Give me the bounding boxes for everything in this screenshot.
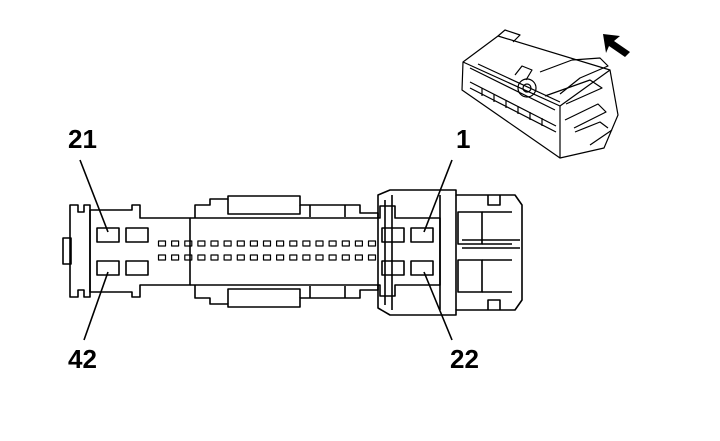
small-pin-cavity [184, 254, 193, 261]
arrow-up-left-icon [603, 34, 630, 57]
small-pin-cavity [157, 254, 167, 261]
cavity-1 [410, 227, 434, 243]
cavity-2 [381, 227, 405, 243]
left-flange [69, 204, 91, 298]
small-pin-cavity [341, 254, 350, 261]
small-pin-cavity [262, 254, 272, 261]
leader-1 [423, 159, 453, 233]
cavity-41 [125, 260, 149, 276]
small-pin-cavity [210, 254, 219, 261]
small-pin-cavity [197, 254, 206, 261]
left-body [89, 204, 191, 298]
small-pin-cavity [157, 240, 167, 247]
small-pin-cavity [249, 240, 258, 247]
pin-label-21: 21 [68, 124, 97, 154]
small-pin-cavity [276, 254, 285, 261]
small-pin-cavity [354, 254, 363, 261]
small-pin-cavity [236, 254, 245, 261]
upper-latch [194, 195, 379, 218]
leader-42 [83, 271, 109, 341]
pin-label-42: 42 [68, 344, 97, 374]
small-pin-cavity [302, 240, 311, 247]
leader-21 [79, 159, 109, 233]
center-body [190, 205, 441, 297]
small-pin-cavity [367, 254, 377, 261]
small-pin-cavity [341, 240, 350, 247]
small-pin-cavity [210, 240, 219, 247]
cavity-20 [125, 227, 149, 243]
small-pin-cavity [197, 240, 206, 247]
pin-label-22: 22 [450, 344, 479, 374]
cavity-21 [96, 227, 120, 243]
leader-lines [79, 159, 453, 341]
small-pin-cavity [223, 240, 232, 247]
cavity-42 [96, 260, 120, 276]
small-pin-cavity [315, 240, 324, 247]
left-tab [62, 237, 72, 265]
lower-latch [194, 285, 379, 308]
small-pin-cavity [249, 254, 258, 261]
small-pin-cavity [262, 240, 272, 247]
small-pin-cavity [171, 254, 180, 261]
small-pin-cavity [171, 240, 180, 247]
small-pin-cavity [289, 240, 298, 247]
cavity-23 [381, 260, 405, 276]
cavity-22 [410, 260, 434, 276]
small-pin-cavity [236, 240, 245, 247]
small-pin-cavity [315, 254, 324, 261]
connector-face [62, 189, 523, 316]
small-pin-cavity [367, 240, 377, 247]
small-pin-cavity [184, 240, 193, 247]
small-pin-cavity [328, 240, 337, 247]
pin-label-1: 1 [456, 124, 470, 154]
small-pin-cavity [289, 254, 298, 261]
small-pin-cavities [157, 240, 377, 261]
small-pin-cavity [276, 240, 285, 247]
small-pin-cavity [354, 240, 363, 247]
small-pin-cavity [223, 254, 232, 261]
right-housing [377, 189, 523, 316]
leader-22 [423, 271, 453, 341]
small-pin-cavity [302, 254, 311, 261]
connector-iso-view [461, 29, 619, 159]
small-pin-cavity [328, 254, 337, 261]
